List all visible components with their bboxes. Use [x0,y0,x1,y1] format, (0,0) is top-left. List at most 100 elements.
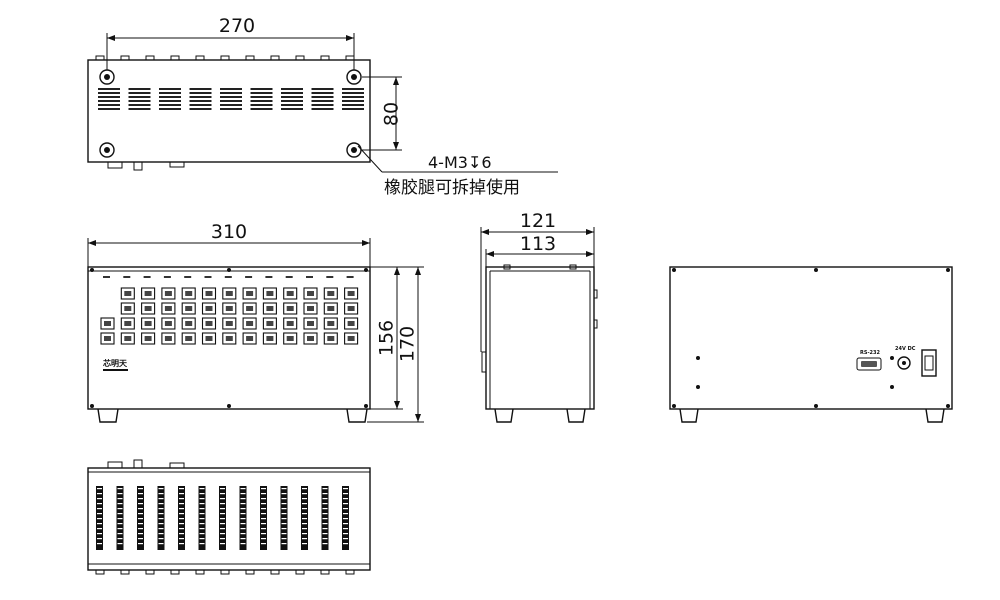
vent-slot-rib [343,498,348,500]
port-pin [104,321,111,326]
vent-slot-rib [302,508,307,510]
vent-slot-rib [281,523,287,525]
screw [946,404,950,408]
vent-slot-rib [240,488,246,490]
vent-slot-rib [343,538,348,540]
port [262,287,277,300]
vent-slat [159,96,181,98]
rear-view-outline [669,266,953,410]
arrow-head [586,229,594,235]
edge-tab [345,569,355,575]
vent-slot-rib [138,538,143,540]
port [181,332,196,345]
vent-slat [281,104,303,106]
rubber-foot [346,408,368,423]
vent-slot-rib [158,538,164,540]
arrow-head [394,401,400,409]
vent-slot-rib [261,518,266,520]
connector-stub [169,161,185,168]
vent-slot-rib [220,493,225,495]
screw [890,356,894,360]
vent-slot-rib [220,538,225,540]
port-label [143,276,151,278]
rubber-foot [97,408,119,423]
port-pin [266,291,274,296]
vent-slat [220,88,242,90]
rear-view: RS-232 24V DC [669,266,953,423]
port-pin [307,321,314,326]
vent-slot-rib [97,518,102,520]
vent-slat [98,96,120,98]
vent-slot-rib [322,538,328,540]
vent-slot-rib [322,528,328,530]
mount-holes [99,69,362,158]
vent-slat [311,92,334,94]
vent-slot-rib [343,523,348,525]
vent-slot-rib [261,508,266,510]
vent-slot-rib [220,508,225,510]
vent-slat [189,108,212,110]
port [161,317,176,330]
vent-slat [311,100,334,102]
vent-slot-rib [240,493,246,495]
rs232-port [856,357,882,371]
screw [90,268,94,272]
vent-slot-rib [138,533,143,535]
port-label [326,276,334,278]
vent-slat [98,88,120,90]
arrow-head [393,142,399,150]
vent-slat [342,104,364,106]
port [303,317,318,330]
vent-slat [98,92,120,94]
vent-slot-rib [322,503,328,505]
screw [696,385,700,389]
vent-slot-rib [117,488,123,490]
vent-slat [250,88,273,90]
port-pin [347,321,355,326]
vent-slot-rib [158,508,164,510]
vent-slat [281,88,303,90]
front-port-array [100,276,359,345]
vent-slot-rib [179,488,184,490]
port [161,332,176,345]
vent-slot-rib [343,543,348,545]
front-view-outline [87,266,371,410]
vent-slot-rib [199,493,205,495]
vent-slat [250,92,273,94]
vent-slot-rib [302,523,307,525]
port [242,332,257,345]
port [141,287,156,300]
vent-slot-rib [117,493,123,495]
vent-slot-rib [322,498,328,500]
port-pin [124,306,132,311]
vent-slot-rib [281,533,287,535]
rubber-foot [925,408,945,423]
vent-slot-rib [158,513,164,515]
port [242,317,257,330]
port-pin [144,291,152,296]
vent-slot-rib [220,528,225,530]
screw [696,356,700,360]
port-label [306,276,313,278]
vent-slot-rib [158,488,164,490]
vent-slat [281,108,303,110]
dim-front-inner-height: 156 [376,320,398,356]
vent-slot-rib [158,543,164,545]
vent-slot-rib [322,543,328,545]
vent-slot-rib [322,493,328,495]
port [283,302,298,315]
vent-slat [311,104,334,106]
port-pin [307,306,314,311]
vent-slot-rib [158,528,164,530]
vent-slot-rib [117,543,123,545]
port [100,317,115,330]
port-pin [185,291,193,296]
vent-slat [220,92,242,94]
port-pin [164,306,172,311]
port [201,287,217,300]
vent-slat [342,88,364,90]
rs232-label: RS-232 [860,350,880,356]
arrow-head [486,251,494,257]
vent-slot-rib [302,503,307,505]
port-pin [347,291,355,296]
